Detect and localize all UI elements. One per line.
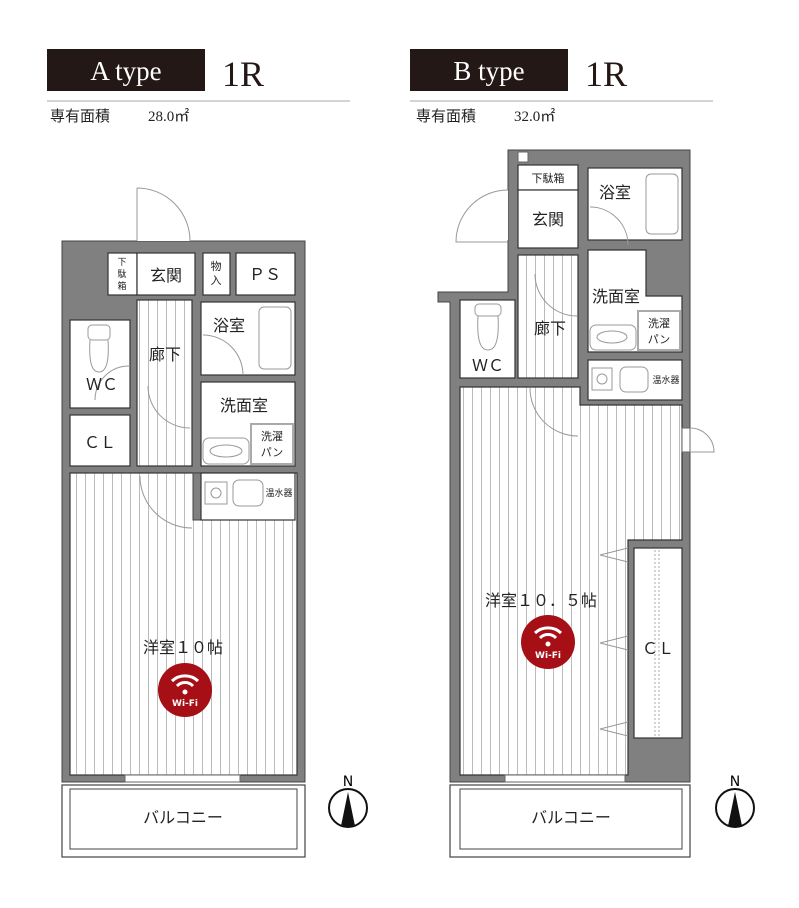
room-label: パン bbox=[648, 333, 671, 346]
room-hallway bbox=[517, 254, 579, 379]
room-label: ＷＣ bbox=[86, 375, 118, 394]
room-ps bbox=[235, 252, 296, 296]
north-label: N bbox=[343, 774, 353, 790]
sink-icon bbox=[589, 324, 637, 351]
room-label: ＣＬ bbox=[84, 433, 116, 452]
room-label: ＰＳ bbox=[249, 265, 281, 284]
north-label: N bbox=[730, 774, 740, 790]
entry-door bbox=[136, 187, 191, 242]
entry-door bbox=[455, 189, 509, 243]
type-badge-a bbox=[47, 49, 205, 91]
room-bath bbox=[200, 301, 296, 376]
room-label: 洗濯 bbox=[648, 317, 670, 330]
room-label: 廊下 bbox=[149, 345, 181, 364]
wifi-label: Wi-Fi bbox=[535, 651, 561, 661]
room-label: 下駄箱 bbox=[532, 171, 565, 185]
room-closet bbox=[633, 547, 683, 739]
window bbox=[504, 774, 626, 783]
room-label: 温水器 bbox=[265, 487, 292, 499]
room-label: 洗面室 bbox=[592, 287, 640, 306]
wifi-label: Wi-Fi bbox=[172, 699, 198, 709]
room-label: パン bbox=[261, 446, 284, 459]
type-badge-b bbox=[410, 49, 568, 91]
area-label-a: 専有面積 bbox=[50, 108, 110, 125]
room-label: 洋室１０帖 bbox=[143, 638, 223, 657]
toilet-icon bbox=[87, 324, 111, 341]
north-arrow-icon: N bbox=[715, 774, 755, 828]
sink-icon bbox=[202, 437, 250, 465]
room-label: バルコニー bbox=[143, 808, 223, 827]
room-label: 浴室 bbox=[599, 183, 631, 202]
north-arrow-icon: N bbox=[328, 774, 368, 828]
room-western bbox=[69, 472, 298, 776]
room-entrance bbox=[136, 252, 196, 296]
room-label: 物 bbox=[211, 259, 222, 273]
toilet-icon bbox=[474, 303, 502, 317]
header-a: A type 1R 専有面積 28.0㎡ bbox=[47, 49, 350, 125]
room-closet bbox=[69, 414, 131, 467]
layout-label-a: 1R bbox=[222, 54, 264, 94]
room-entrance bbox=[517, 189, 579, 249]
washer-pan bbox=[250, 423, 294, 465]
room-wc bbox=[459, 299, 516, 379]
header-b: B type 1R 専有面積 32.0㎡ bbox=[410, 49, 713, 125]
area-label-b: 専有面積 bbox=[416, 108, 476, 125]
room-label: 浴室 bbox=[213, 316, 245, 335]
plan-a: 下 駄 箱 玄関 物 入 ＰＳ 廊下 ＷＣ ＣＬ 浴室 洗面室 洗濯 パン 温水… bbox=[61, 187, 368, 858]
type-label-a: A type bbox=[90, 56, 161, 86]
room-label: ＣＬ bbox=[642, 639, 674, 658]
room-shoe-cabinet bbox=[107, 252, 138, 296]
room-label: 入 bbox=[211, 274, 222, 287]
room-label: 下 bbox=[117, 258, 126, 268]
room-label: ＷＣ bbox=[472, 356, 504, 375]
room-label: 駄 bbox=[117, 268, 126, 280]
washer-pan bbox=[637, 310, 681, 351]
room-wc bbox=[69, 319, 131, 409]
room-label: 廊下 bbox=[534, 319, 566, 338]
room-bath bbox=[587, 167, 683, 241]
area-value-b: 32.0㎡ bbox=[514, 108, 555, 125]
room-shoe-cabinet bbox=[517, 164, 579, 191]
room-label: 洋室１０．５帖 bbox=[485, 591, 597, 610]
area-value-a: 28.0㎡ bbox=[148, 108, 189, 125]
plan-b: 下駄箱 玄関 廊下 浴室 洗面室 洗濯 パン 温水器 ＷＣ 洋室１０．５帖 bbox=[437, 149, 755, 858]
room-hallway bbox=[136, 299, 193, 467]
wifi-icon: Wi-Fi bbox=[521, 615, 575, 669]
bathtub-icon bbox=[645, 173, 679, 235]
room-label: 玄関 bbox=[150, 266, 182, 285]
room-label: バルコニー bbox=[531, 808, 611, 827]
wifi-icon: Wi-Fi bbox=[158, 663, 212, 717]
window bbox=[124, 774, 241, 783]
room-label: 玄関 bbox=[532, 210, 564, 229]
room-storage bbox=[202, 252, 231, 296]
room-water-heater bbox=[200, 472, 296, 521]
type-label-b: B type bbox=[453, 56, 524, 86]
room-label: 箱 bbox=[117, 280, 126, 292]
layout-label-b: 1R bbox=[585, 54, 627, 94]
room-label: 洗面室 bbox=[220, 396, 268, 415]
room-label: 温水器 bbox=[652, 374, 679, 386]
bathtub-icon bbox=[258, 306, 292, 370]
room-label: 洗濯 bbox=[261, 430, 283, 443]
